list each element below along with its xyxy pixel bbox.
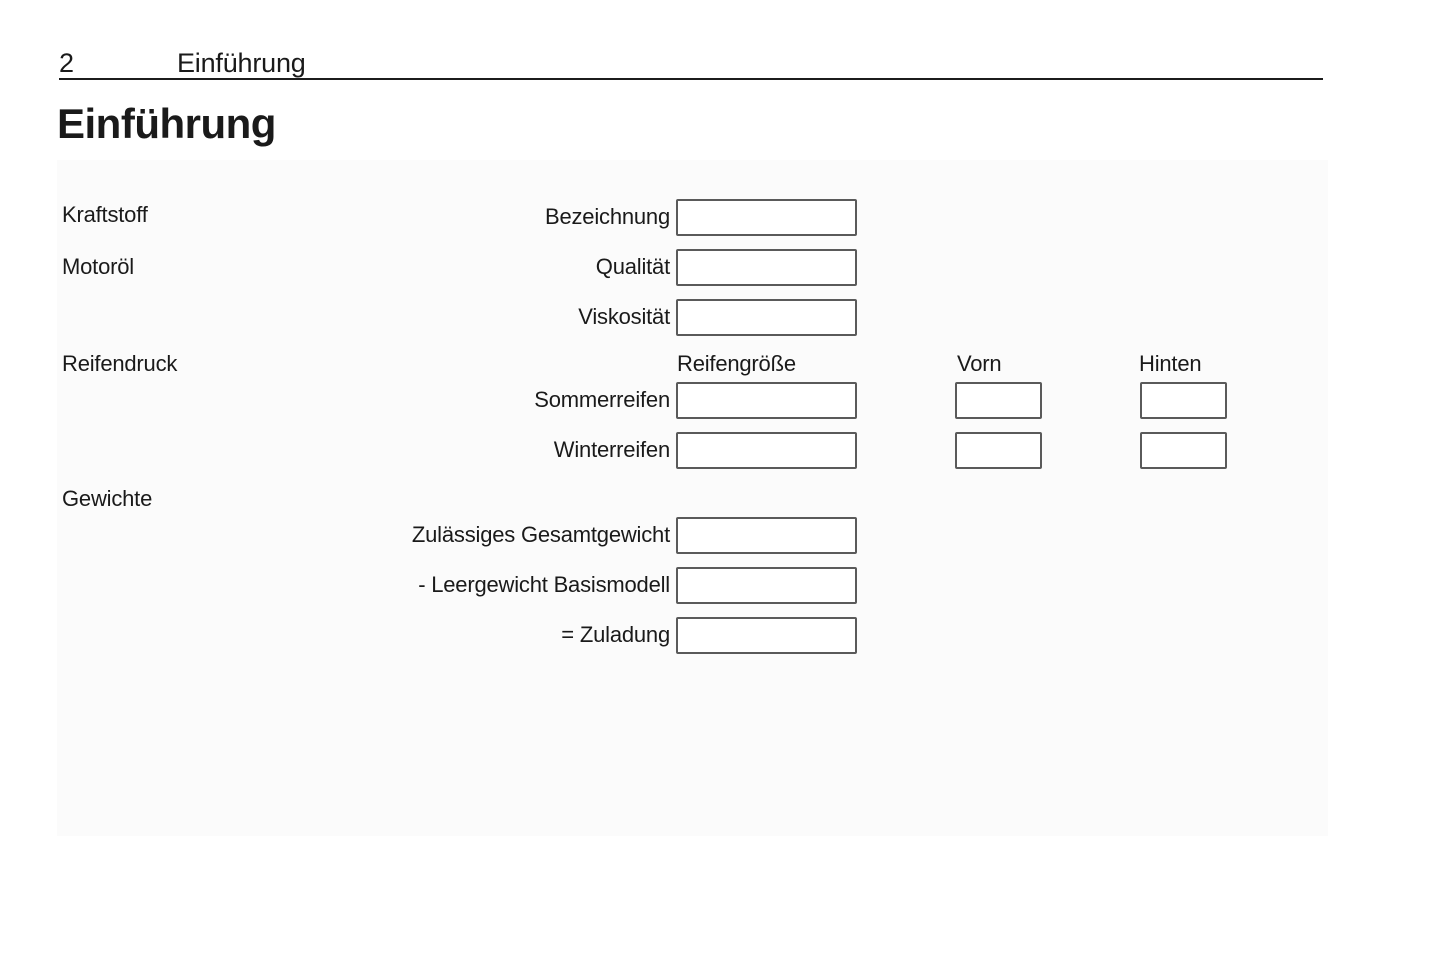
field-label-payload: = Zuladung <box>561 622 670 647</box>
section-label-fuel: Kraftstoff <box>62 202 148 227</box>
viscosity-input[interactable] <box>676 299 857 336</box>
quality-input[interactable] <box>676 249 857 286</box>
summer-tire-size-input[interactable] <box>676 382 857 419</box>
winter-tire-rear-input[interactable] <box>1140 432 1227 469</box>
section-label-weights: Gewichte <box>62 486 153 511</box>
column-header-tire-size: Reifengröße <box>677 351 796 376</box>
field-label-winter-tires: Winterreifen <box>553 437 670 462</box>
summer-tire-rear-input[interactable] <box>1140 382 1227 419</box>
section-label-tire-pressure: Reifendruck <box>62 351 178 376</box>
field-label-designation: Bezeichnung <box>544 204 670 229</box>
payload-input[interactable] <box>676 617 857 654</box>
column-header-front: Vorn <box>957 351 1002 376</box>
page-number: 2 <box>59 48 74 78</box>
field-label-gross-weight: Zulässiges Gesamtgewicht <box>411 522 670 547</box>
field-label-quality: Qualität <box>595 254 670 279</box>
page-title: Einführung <box>57 100 276 147</box>
running-header-chapter: Einführung <box>177 48 306 78</box>
winter-tire-front-input[interactable] <box>955 432 1042 469</box>
designation-input[interactable] <box>676 199 857 236</box>
header-divider <box>59 78 1323 80</box>
section-label-oil: Motoröl <box>62 254 134 279</box>
field-label-curb-weight: - Leergewicht Basismodell <box>418 572 670 597</box>
gross-weight-input[interactable] <box>676 517 857 554</box>
field-label-summer-tires: Sommerreifen <box>534 387 670 412</box>
column-header-rear: Hinten <box>1139 351 1202 376</box>
curb-weight-input[interactable] <box>676 567 857 604</box>
winter-tire-size-input[interactable] <box>676 432 857 469</box>
field-label-viscosity: Viskosität <box>578 304 670 329</box>
summer-tire-front-input[interactable] <box>955 382 1042 419</box>
